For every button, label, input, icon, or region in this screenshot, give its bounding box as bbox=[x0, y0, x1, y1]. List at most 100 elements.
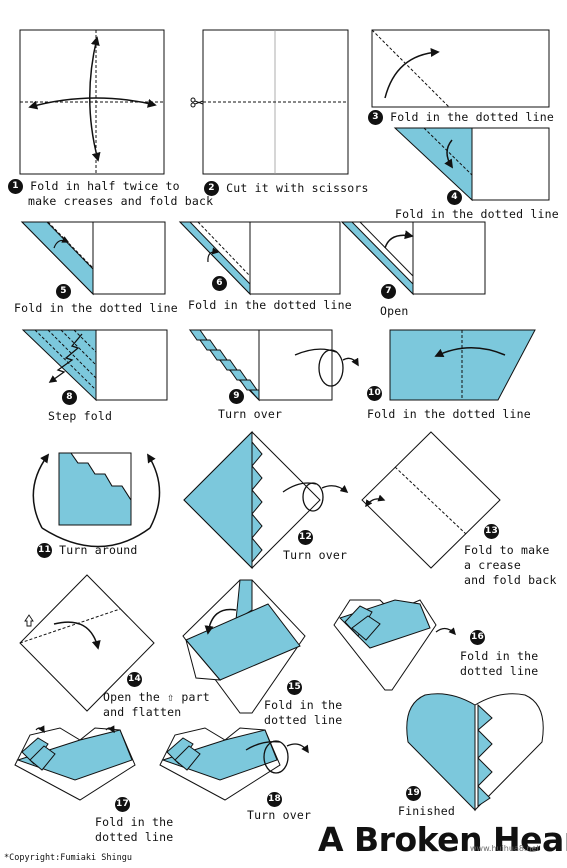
step-7-caption: Open bbox=[380, 304, 409, 319]
step-10-figure bbox=[389, 329, 536, 401]
step-14-caption: Open the ⇧ part and flatten bbox=[103, 690, 210, 720]
step-12-caption: Turn over bbox=[283, 548, 347, 563]
step-8-badge-wrap: 8 bbox=[62, 390, 77, 405]
step-19-figure bbox=[406, 693, 544, 812]
step-13-badge-wrap: 13 bbox=[484, 524, 499, 539]
step-text: Fold in the dotted line bbox=[188, 298, 352, 312]
step-9-caption: Turn over bbox=[218, 407, 282, 422]
step-number-badge: 9 bbox=[229, 389, 244, 404]
step-19-caption: Finished bbox=[398, 804, 455, 819]
step-4-caption: Fold in the dotted line bbox=[395, 207, 559, 222]
page-title: A Broken Heart bbox=[318, 820, 567, 859]
step-number-badge: 8 bbox=[62, 390, 77, 405]
step-16-badge-wrap: 16 bbox=[470, 630, 485, 645]
step-text: Cut it with scissors bbox=[226, 181, 369, 195]
copyright: *Copyright:Fumiaki Shingu bbox=[4, 853, 132, 863]
step-text: Fold in the bbox=[264, 698, 343, 712]
step-text: make creases and fold back bbox=[28, 194, 214, 208]
step-text: Fold in half twice to bbox=[30, 179, 180, 193]
step-text: Fold in the bbox=[95, 815, 174, 829]
step-11-caption: 11 Turn around bbox=[37, 543, 138, 558]
step-1-figure bbox=[19, 29, 165, 175]
step-number-badge: 11 bbox=[37, 543, 52, 558]
step-6-badge-wrap: 6 bbox=[212, 276, 227, 291]
step-14-badge-wrap: 14 bbox=[127, 672, 142, 687]
step-16-figure bbox=[333, 599, 456, 691]
step-8-figure bbox=[21, 329, 168, 402]
step-5-badge-wrap: 5 bbox=[56, 284, 71, 299]
step-18-caption: Turn over bbox=[247, 808, 311, 823]
step-16-caption: Fold in the dotted line bbox=[460, 649, 538, 679]
step-number-badge: 7 bbox=[381, 284, 396, 299]
step-text: dotted line bbox=[264, 713, 343, 727]
step-text: dotted line bbox=[460, 664, 539, 678]
step-number-badge: 4 bbox=[447, 190, 462, 205]
step-text: dotted line bbox=[95, 830, 174, 844]
step-15-badge-wrap: 15 bbox=[287, 680, 302, 695]
step-4-badge-wrap: 4 bbox=[447, 190, 462, 205]
open-arrow-icon bbox=[24, 614, 34, 627]
step-text: and flatten bbox=[103, 705, 182, 719]
step-18-badge-wrap: 18 bbox=[267, 792, 282, 807]
step-15-figure bbox=[182, 579, 306, 714]
step-text: Finished bbox=[398, 804, 455, 818]
step-10-caption: Fold in the dotted line bbox=[367, 407, 531, 422]
step-7-figure bbox=[340, 221, 486, 296]
step-text: Turn over bbox=[283, 548, 348, 562]
step-text: and fold back bbox=[464, 573, 557, 587]
step-2-caption: 2 Cut it with scissors bbox=[204, 181, 369, 196]
step-13-caption: Fold to make a crease and fold back bbox=[464, 543, 557, 588]
step-text: Fold in the dotted line bbox=[395, 207, 559, 221]
step-number-badge: 16 bbox=[470, 630, 485, 645]
step-13-figure bbox=[361, 431, 501, 569]
step-9-figure bbox=[188, 329, 359, 402]
step-number-badge: 15 bbox=[287, 680, 302, 695]
step-number-badge: 5 bbox=[56, 284, 71, 299]
step-14-figure bbox=[19, 574, 155, 712]
step-text: Turn over bbox=[218, 407, 283, 421]
step-text: Fold to make bbox=[464, 543, 550, 557]
step-text: Fold in the bbox=[460, 649, 539, 663]
step-10-badge-wrap: 10 bbox=[367, 386, 382, 401]
step-4-figure bbox=[393, 127, 550, 202]
step-11-figure bbox=[32, 452, 161, 548]
step-number-badge: 19 bbox=[406, 786, 421, 801]
step-number-badge: 13 bbox=[484, 524, 499, 539]
step-number-badge: 18 bbox=[267, 792, 282, 807]
step-15-caption: Fold in the dotted line bbox=[264, 698, 342, 728]
watermark: www.huihua8.net bbox=[470, 844, 540, 853]
step-text: Fold in the dotted line bbox=[14, 301, 178, 315]
step-3-caption: 3 Fold in the dotted line bbox=[368, 110, 554, 125]
step-12-badge-wrap: 12 bbox=[298, 530, 313, 545]
step-5-caption: Fold in the dotted line bbox=[14, 301, 178, 316]
step-1-caption: 1 Fold in half twice to make creases and… bbox=[8, 179, 213, 209]
step-text: Step fold bbox=[48, 409, 113, 423]
step-9-badge-wrap: 9 bbox=[229, 389, 244, 404]
step-2-figure bbox=[190, 29, 349, 175]
step-18-figure bbox=[159, 727, 309, 801]
step-number-badge: 3 bbox=[368, 110, 383, 125]
step-5-figure bbox=[20, 221, 166, 296]
step-8-caption: Step fold bbox=[48, 409, 112, 424]
step-6-caption: Fold in the dotted line bbox=[188, 298, 352, 313]
step-number-badge: 12 bbox=[298, 530, 313, 545]
step-12-figure bbox=[183, 430, 349, 570]
step-number-badge: 14 bbox=[127, 672, 142, 687]
step-6-figure bbox=[178, 221, 341, 296]
step-7-badge-wrap: 7 bbox=[381, 284, 396, 299]
step-number-badge: 6 bbox=[212, 276, 227, 291]
step-number-badge: 10 bbox=[367, 386, 382, 401]
step-19-badge-wrap: 19 bbox=[406, 786, 421, 801]
step-17-figure bbox=[14, 725, 136, 801]
step-text: Turn around bbox=[59, 543, 138, 557]
step-3-figure bbox=[371, 29, 550, 108]
step-number-badge: 2 bbox=[204, 181, 219, 196]
step-text: a crease bbox=[464, 558, 521, 572]
step-number-badge: 17 bbox=[115, 797, 130, 812]
step-text: Fold in the dotted line bbox=[390, 110, 554, 124]
step-text: Fold in the dotted line bbox=[367, 407, 531, 421]
step-text: Open bbox=[380, 304, 409, 318]
scissors-icon bbox=[190, 97, 204, 108]
step-number-badge: 1 bbox=[8, 179, 23, 194]
